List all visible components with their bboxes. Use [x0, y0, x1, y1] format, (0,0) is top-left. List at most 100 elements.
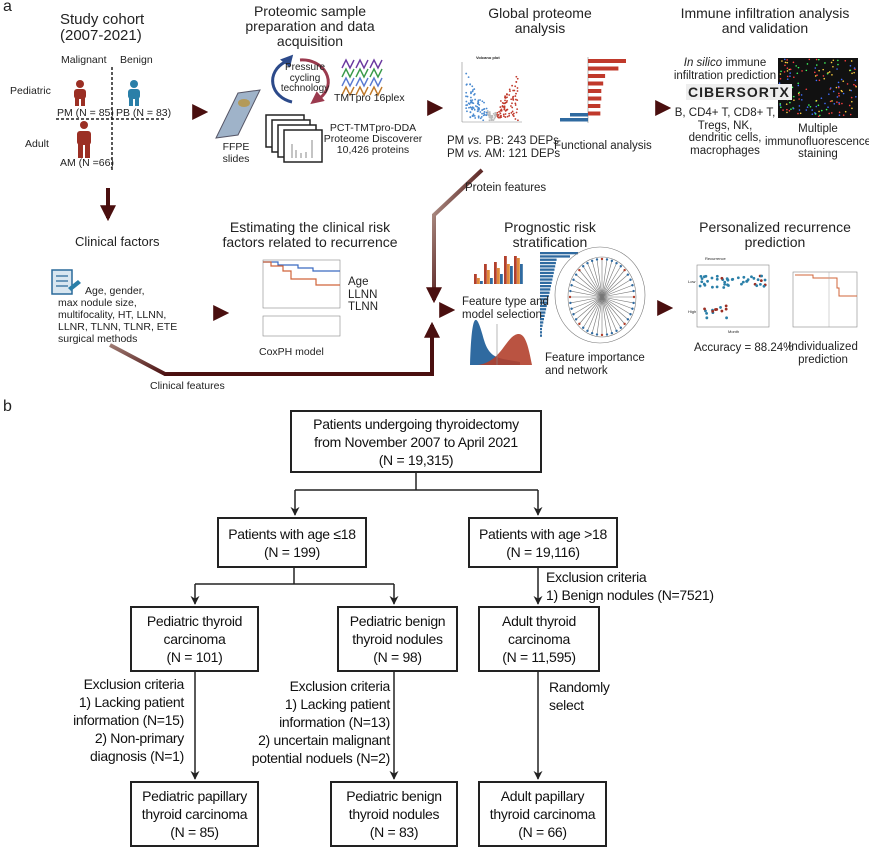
scatter-point	[705, 316, 709, 320]
title-line: and validation	[721, 20, 809, 36]
volcano-point	[508, 94, 511, 96]
fluorescence-spot	[796, 72, 799, 75]
scatter-point	[750, 275, 753, 279]
pct-line: Pressure	[284, 62, 325, 73]
fluorescence-spot	[798, 105, 801, 107]
fluorescence-spot	[849, 89, 851, 91]
scatter-point	[715, 277, 719, 281]
volcano-point	[495, 112, 498, 115]
network-node	[629, 313, 632, 316]
box-line: Patients with age ≤18	[228, 525, 356, 542]
scatter-point	[740, 282, 743, 286]
cell-line: Tregs, NK,	[697, 119, 753, 132]
fluorescence-spot	[854, 68, 856, 71]
scatter-point	[725, 316, 728, 320]
network-node	[619, 326, 623, 329]
fluorescence-spot	[829, 87, 832, 89]
criteria-line: potential noduels (N=2)	[251, 750, 391, 766]
fluorescence-spot	[854, 84, 857, 87]
network-node	[600, 333, 604, 337]
random-select-label: Randomly select	[549, 678, 610, 714]
volcano-point	[471, 85, 474, 88]
network-node	[632, 289, 635, 293]
fluorescence-spot	[853, 83, 855, 86]
network-edge	[591, 296, 603, 334]
fluorescence-spot	[805, 69, 808, 72]
volcano-point	[471, 115, 474, 117]
network-node	[629, 278, 632, 281]
box-line: carcinoma	[508, 631, 570, 647]
label-line: model selection	[462, 308, 542, 321]
fluorescence-spot	[795, 65, 797, 67]
volcano-point	[514, 95, 517, 97]
scatter-point	[702, 275, 706, 279]
label-line: Feature importance	[545, 352, 645, 364]
fluorescence-spot	[798, 91, 801, 94]
volcano-point	[476, 105, 479, 108]
scatter-point	[724, 307, 728, 311]
fluorescence-spot	[828, 112, 830, 115]
scatter-point	[736, 276, 740, 280]
network-node	[570, 284, 573, 287]
volcano-point	[489, 112, 491, 115]
box-line: from November 2007 to April 2021	[314, 433, 518, 450]
volcano-point	[502, 113, 505, 116]
network-node	[632, 295, 636, 299]
criteria-line: Randomly	[549, 679, 610, 695]
pathway-bar	[588, 89, 602, 93]
volcano-point	[465, 72, 468, 75]
scatter-point	[700, 277, 704, 281]
fluorescence-spot	[786, 111, 788, 114]
selected-factors: Age LLNN TLNN	[348, 276, 378, 314]
fluorescence-spot	[817, 58, 820, 61]
ffpe-line: FFPE	[222, 141, 250, 153]
volcano-point	[515, 81, 518, 83]
fluorescence-spot	[851, 72, 853, 75]
volcano-point	[478, 107, 480, 110]
individual-survival-thumbnail	[792, 271, 858, 328]
network-edge	[601, 263, 617, 298]
box-pediatric-papillary: Pediatric papillary thyroid carcinoma (N…	[130, 781, 259, 847]
model-bar	[500, 274, 503, 284]
fluorescence-spot	[779, 77, 782, 80]
fluorescence-spot	[819, 114, 821, 117]
fluorescence-spot	[811, 113, 814, 116]
fluorescence-spot	[815, 99, 818, 102]
dep-pm-vs-pb: PM vs. PB: 243 DEPs	[447, 135, 559, 148]
volcano-point	[485, 107, 488, 110]
fluorescence-spot	[793, 99, 795, 101]
arrow-clinical-features	[109, 321, 440, 376]
fluorescence-spot	[786, 61, 789, 64]
importance-bar	[540, 258, 557, 261]
network-edge	[601, 274, 629, 298]
network-edge	[601, 296, 629, 320]
title-line: Global proteome	[488, 5, 592, 21]
importance-bar	[540, 288, 551, 291]
feature-importance-label: Feature importance and network	[545, 352, 645, 377]
network-node	[600, 257, 604, 261]
fluorescence-spot	[824, 102, 826, 105]
global-title: Global proteome analysis	[460, 6, 620, 36]
model-bar	[510, 266, 513, 284]
importance-bar	[540, 334, 542, 337]
network-node	[626, 273, 630, 276]
volcano-point	[506, 115, 509, 118]
pb-count: PB (N = 83)	[116, 107, 172, 119]
box-line: (N = 83)	[369, 824, 419, 840]
importance-bar	[540, 261, 556, 265]
volcano-point	[471, 106, 474, 109]
ms-spectra-icon	[265, 114, 323, 163]
volcano-point	[477, 116, 480, 119]
network-node	[632, 301, 635, 305]
title-line: Personalized recurrence	[699, 219, 851, 235]
fluorescence-spot	[806, 63, 809, 65]
fluorescence-spot	[830, 112, 833, 114]
network-edge	[579, 296, 603, 325]
fluorescence-spot	[851, 100, 853, 103]
volcano-point	[480, 115, 483, 118]
importance-bar	[540, 301, 548, 304]
dep-text: PM	[447, 135, 468, 147]
fluorescence-spot	[828, 71, 831, 73]
title-line: Immune infiltration analysis	[680, 5, 850, 21]
